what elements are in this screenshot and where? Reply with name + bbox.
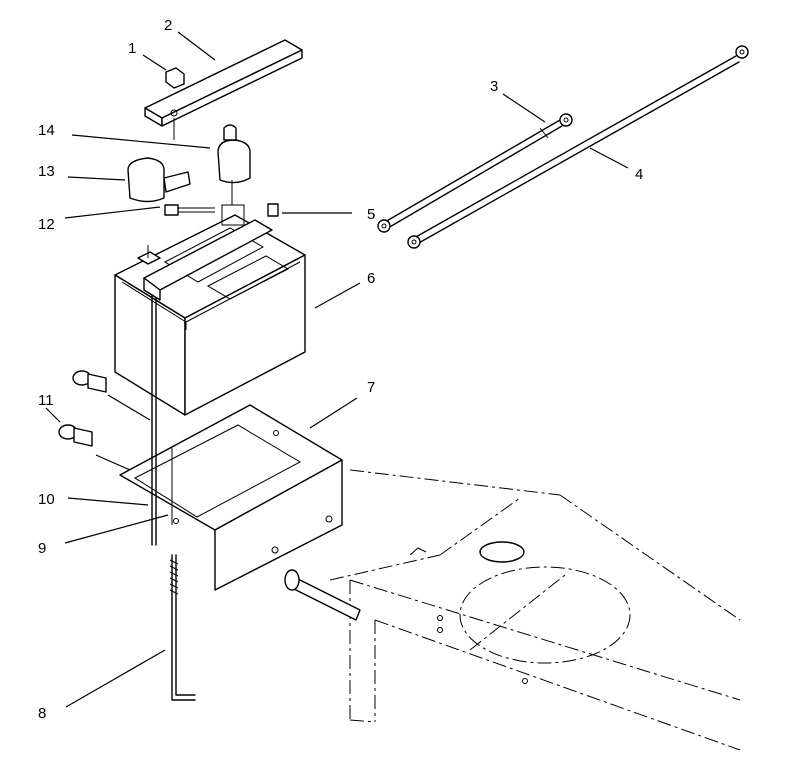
hold-down-rod [151,289,196,701]
battery-cable-long [407,45,749,249]
callout-2: 2 [164,17,172,34]
terminal-nut [267,203,279,217]
battery-hold-down-clamp [143,39,303,301]
battery-terminal-post [137,245,161,265]
callout-1: 1 [128,40,136,57]
callout-13: 13 [38,163,55,180]
tray-cap-screw-lower [58,424,93,447]
callout-9: 9 [38,540,46,557]
callout-4: 4 [635,166,643,183]
callout-14: 14 [38,122,55,139]
terminal-bolt [164,204,215,216]
battery [114,214,306,416]
frame-hole [479,541,525,563]
hold-down-nut [165,67,185,89]
callout-8: 8 [38,705,46,722]
battery-cable-short [377,113,573,233]
tray-support-rod [284,569,361,621]
callout-leaders [45,31,629,708]
chassis-frame [329,469,741,751]
callout-10: 10 [38,491,55,508]
callout-11: 11 [38,392,54,409]
tray-cap-screw-upper [72,370,107,393]
callout-6: 6 [367,270,375,287]
callout-5: 5 [367,206,375,223]
callout-3: 3 [490,78,498,95]
terminal-cover-negative [127,157,191,203]
terminal-cover-positive [217,124,251,226]
callout-12: 12 [38,216,55,233]
callout-labels: 1 2 3 4 5 6 7 8 9 10 11 12 13 14 [38,17,643,722]
callout-7: 7 [367,379,375,396]
battery-tray [95,394,343,591]
frame-circular-cutout [459,566,631,664]
